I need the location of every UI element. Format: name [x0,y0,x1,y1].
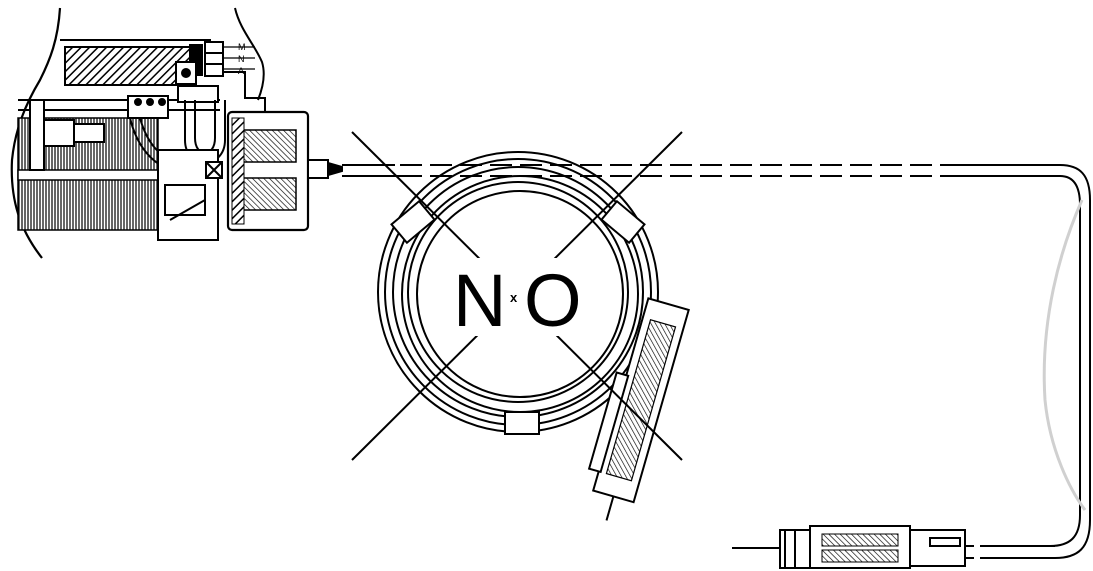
terminal-label-a: A [238,66,244,76]
label-backing [448,258,590,336]
burner-assembly [10,7,343,259]
hose-route-correct [342,164,1091,559]
terminal-strip [204,41,224,77]
bottom-nozzle-assembly [732,525,966,569]
no-label-n: N [453,259,506,342]
light-cable-loop [1042,199,1087,511]
transformer-block [64,46,196,86]
no-label-x: x [510,290,518,305]
coiled-hose [377,151,659,435]
no-label-o: O [524,259,582,342]
terminal-label-n: N [238,54,245,64]
terminal-label-m: M [238,42,246,52]
